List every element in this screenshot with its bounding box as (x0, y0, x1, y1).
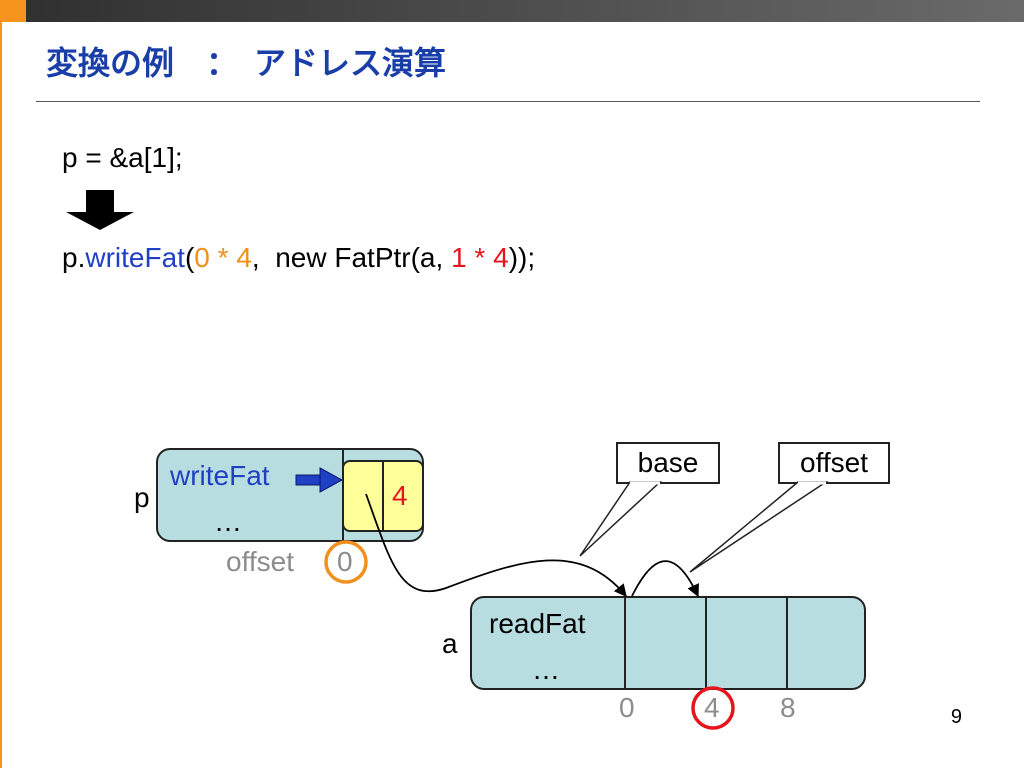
offset-value-circle (324, 540, 368, 584)
callout-offset-pointer (689, 481, 829, 573)
p-label: p (134, 482, 150, 513)
write-arrow-icon (295, 467, 344, 493)
down-arrow-icon (66, 190, 134, 230)
a-label: a (442, 628, 458, 659)
code-method: writeFat (85, 242, 185, 273)
code-close: )); (508, 242, 536, 273)
a-index-4: 4 (704, 692, 720, 723)
pointer-curve-base (365, 493, 627, 597)
callout-base-pointer (579, 481, 662, 557)
p-cell-value: 4 (392, 480, 408, 511)
title-rule (36, 101, 980, 102)
code-line-2: p.writeFat(0 * 4, new FatPtr(a, 1 * 4)); (62, 242, 535, 274)
a-object-box (470, 596, 866, 690)
top-bar (0, 0, 1024, 22)
code-arg2-a: 1 (451, 242, 467, 273)
a-ellipsis: … (532, 654, 560, 685)
code-arg1-b: 4 (236, 242, 252, 273)
p-method-label: writeFat (170, 460, 270, 491)
code-open: ( (184, 242, 195, 273)
code-mid: , new FatPtr(a, (251, 242, 452, 273)
a-box-divider-2 (705, 596, 707, 690)
slide-title: 変換の例 ： アドレス演算 (46, 44, 447, 82)
offset-label: offset (226, 546, 294, 577)
offset-value: 0 (337, 546, 353, 577)
a-box-divider-1 (624, 596, 626, 690)
p-ellipsis: … (214, 506, 242, 537)
callout-base: base (616, 442, 720, 484)
callout-offset: offset (778, 442, 890, 484)
page-number: 9 (950, 706, 962, 728)
left-accent-line (0, 22, 2, 768)
a-index-0: 0 (619, 692, 635, 723)
a-method-label: readFat (489, 608, 586, 639)
code-p-prefix: p. (62, 242, 86, 273)
index-4-circle (691, 686, 735, 730)
p-cell-divider (382, 460, 384, 532)
pointer-curve-offset (631, 560, 699, 598)
a-box-divider-3 (786, 596, 788, 690)
code-arg2-b: 4 (493, 242, 509, 273)
code-arg1-op: * (209, 242, 237, 273)
code-arg2-op: * (466, 242, 494, 273)
a-index-8: 8 (780, 692, 796, 723)
top-bar-accent (0, 0, 26, 22)
code-arg1-a: 0 (194, 242, 210, 273)
code-line-1: p = &a[1]; (62, 142, 183, 173)
